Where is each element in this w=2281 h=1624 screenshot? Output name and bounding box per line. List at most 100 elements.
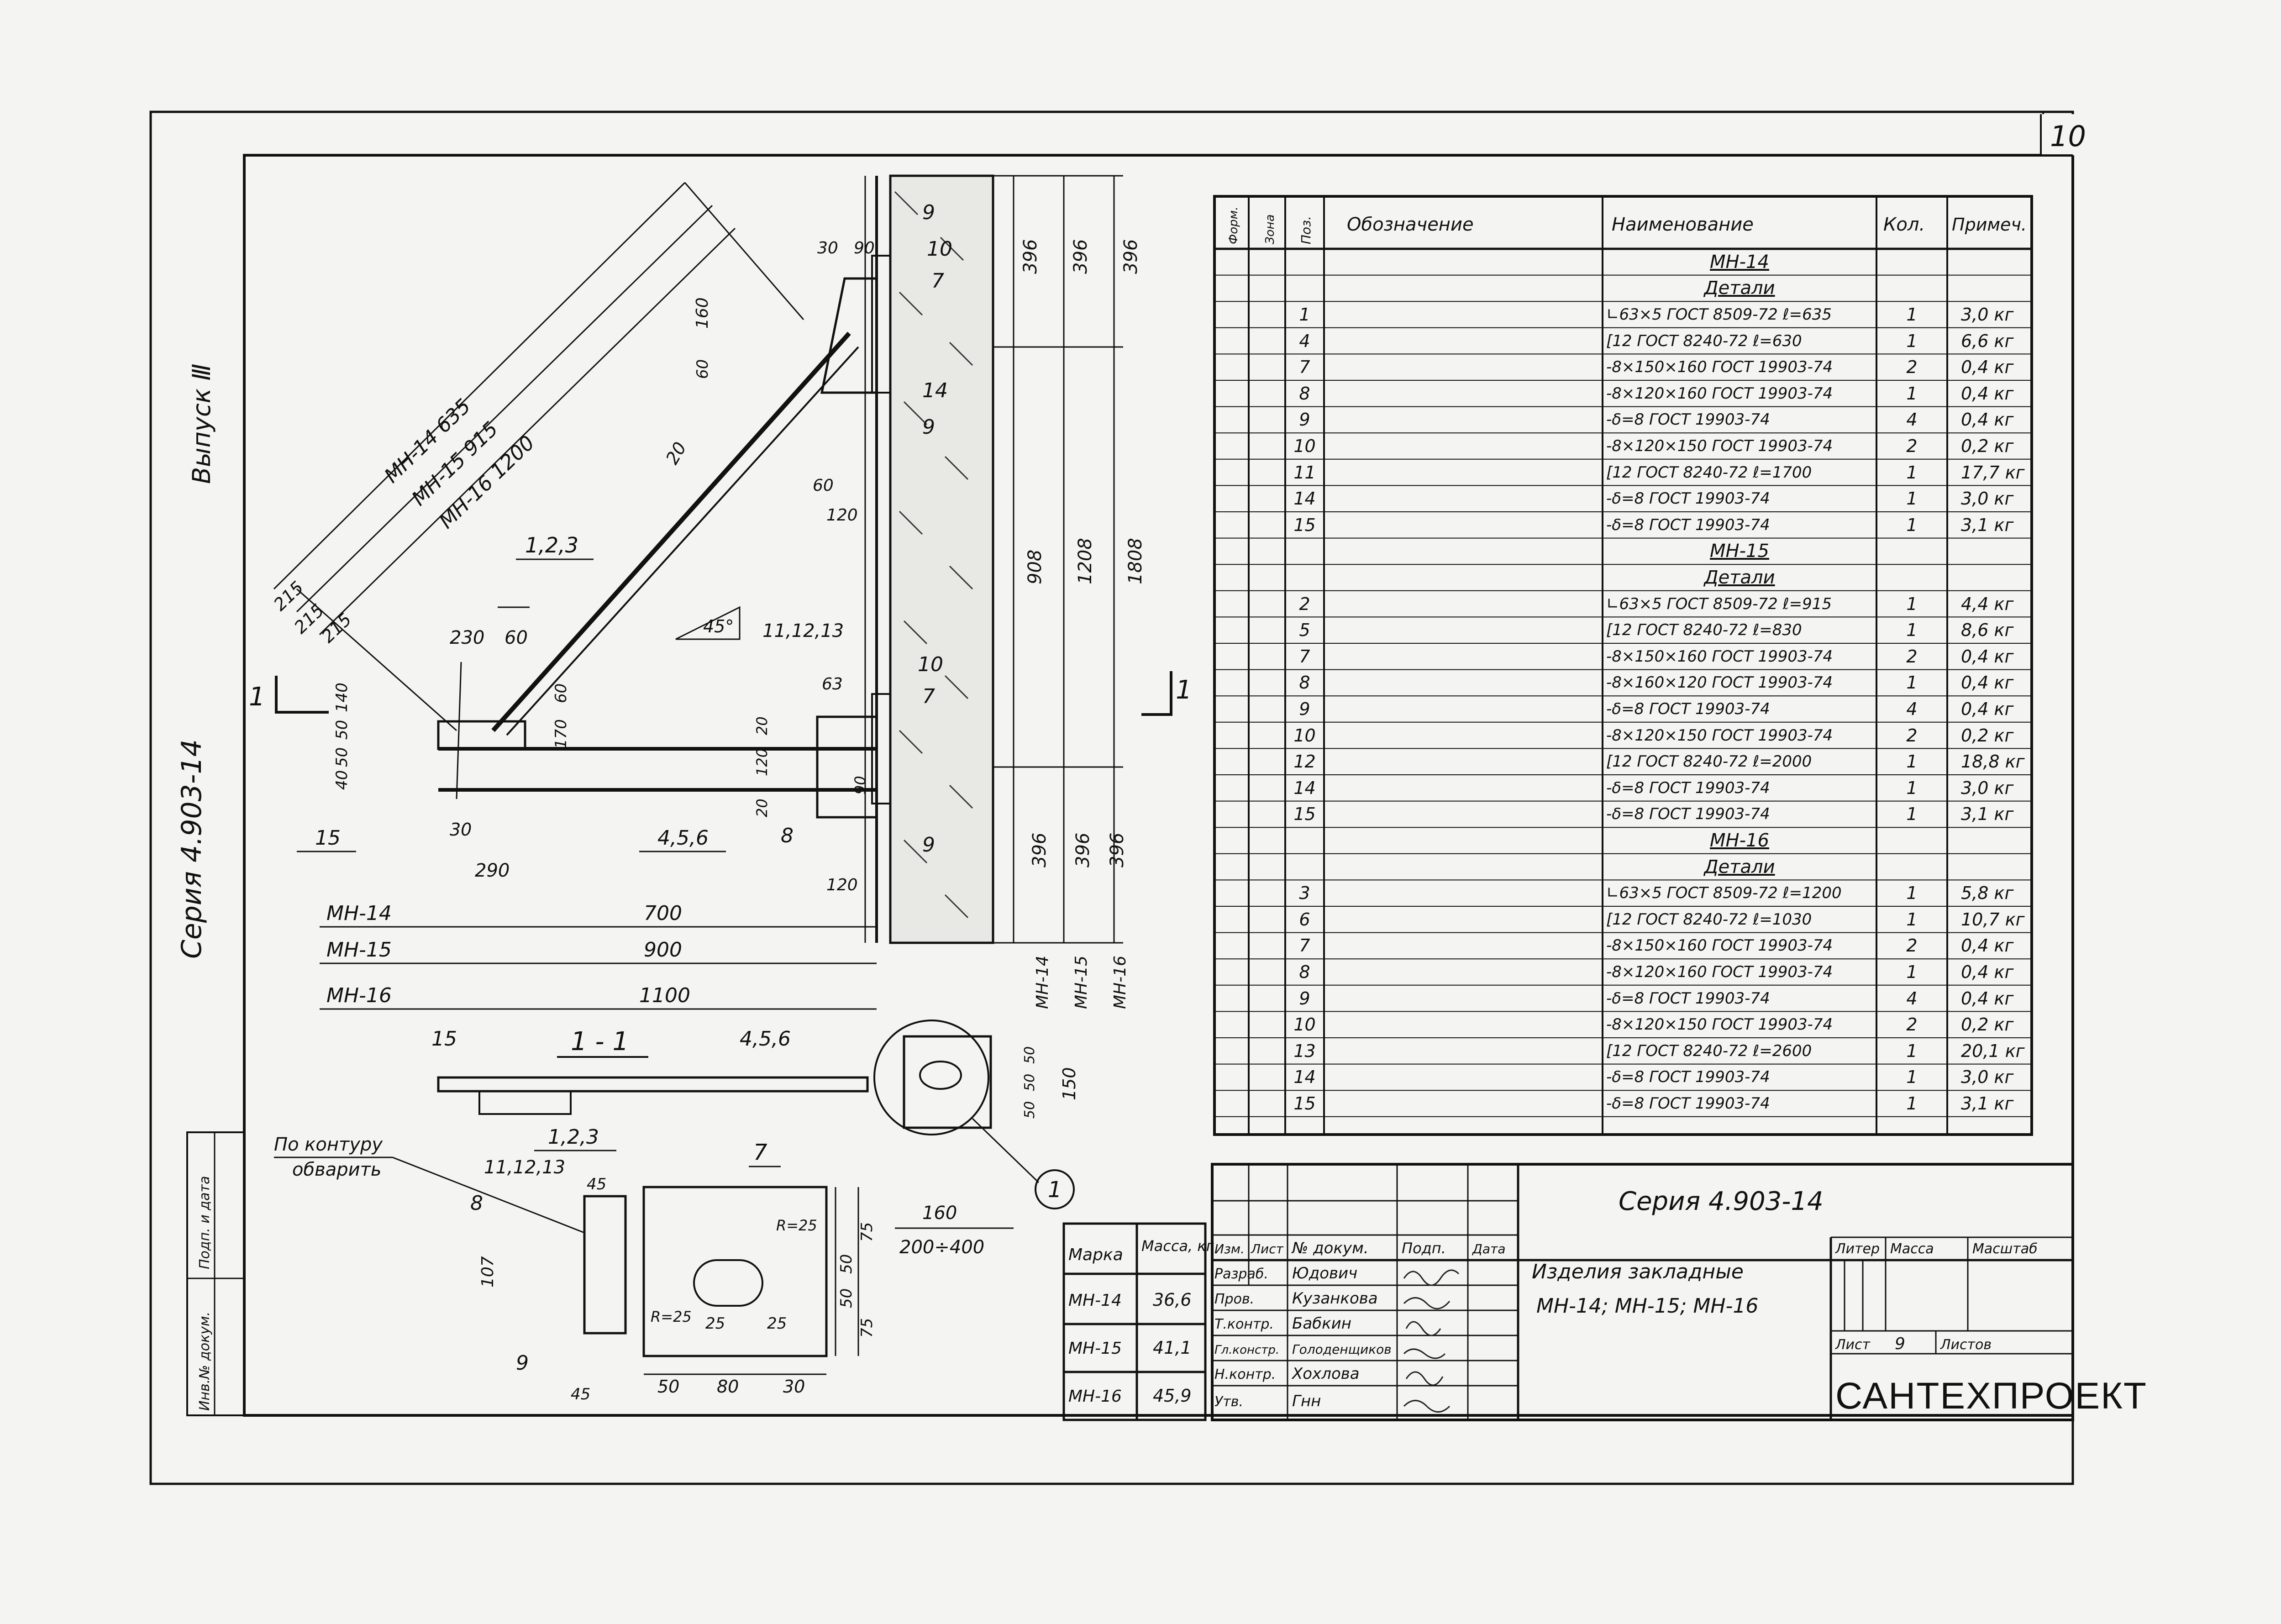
callout-9c: 9 [922, 833, 935, 857]
spec-name: -δ=8 ГОСТ 19903-74 [1606, 1068, 1770, 1087]
mark-vert-15: МН-15 [1072, 956, 1091, 1009]
spec-name: -8×160×120 ГОСТ 19903-74 [1606, 673, 1833, 692]
spec-name: ∟63×5 ГОСТ 8509-72 ℓ=915 [1606, 594, 1832, 613]
dim-90-r2: 90 [851, 776, 869, 794]
dim-20-r2: 20 [753, 799, 771, 817]
tb-name-3: Бабкин [1292, 1314, 1351, 1333]
spec-qty: 4 [1906, 988, 1918, 1009]
det-50b: 50 [837, 1254, 856, 1274]
spec-note: 4,4 кг [1961, 594, 2014, 614]
tb-role-1: Разраб. [1214, 1266, 1268, 1282]
wall-section [889, 174, 994, 944]
spec-poz: 2 [1299, 594, 1310, 614]
spec-note: 0,4 кг [1961, 962, 2014, 982]
spec-qty: 2 [1906, 646, 1918, 667]
spec-name: -8×120×160 ГОСТ 19903-74 [1606, 962, 1833, 981]
tb-org: САНТЕХПРОЕКТ [1835, 1375, 2147, 1417]
dim-396-c: 396 [1120, 239, 1141, 274]
det-50c: 50 [837, 1288, 856, 1308]
sec-callout-123: 1,2,3 [548, 1125, 599, 1149]
dim-290: 290 [475, 860, 510, 881]
spec-note: 17,7 кг [1961, 462, 2025, 483]
spec-qty: 1 [1906, 962, 1918, 982]
spec-name: -δ=8 ГОСТ 19903-74 [1606, 489, 1770, 508]
dim-20-diag: 20 [662, 439, 690, 468]
spec-note: 0,4 кг [1961, 673, 2014, 693]
spec-poz: 7 [1299, 646, 1310, 667]
spec-h-prim: Примеч. [1952, 215, 2027, 235]
spec-note: 0,2 кг [1961, 725, 2014, 746]
dim-30: 30 [450, 820, 472, 840]
tb-lit-massa: Масса [1890, 1241, 1934, 1257]
tb-name-6: Гнн [1292, 1392, 1321, 1410]
spec-qty: 1 [1906, 1041, 1918, 1061]
spec-group-name: МН-14 [1710, 251, 1769, 273]
dim-120-r3: 120 [826, 876, 858, 894]
row-val-15: 900 [644, 938, 682, 962]
spec-name: -δ=8 ГОСТ 19903-74 [1606, 805, 1770, 824]
det-callout-7: 7 [753, 1140, 767, 1165]
spec-qty: 1 [1906, 304, 1918, 325]
stamp-col-inv: Инв.№ докум. [197, 1312, 213, 1411]
spec-group-row: МН-16 [1214, 827, 2032, 854]
det-callout-111213: 11,12,13 [484, 1157, 565, 1178]
spec-poz: 14 [1293, 489, 1316, 509]
dim-90-r: 90 [854, 239, 875, 258]
tb-lit-masshtab: Масштаб [1972, 1241, 2038, 1257]
callout-456: 4,5,6 [657, 826, 709, 850]
row-mark-15: МН-15 [326, 938, 392, 962]
spec-h-zona: Зона [1263, 214, 1277, 244]
spec-note: 0,4 кг [1961, 936, 2014, 956]
dim-60-r: 60 [694, 359, 712, 379]
mass-val-1: 36,6 [1153, 1290, 1192, 1310]
tb-sheet-label: Лист [1835, 1337, 1871, 1353]
tb-role-2: Пров. [1214, 1291, 1254, 1307]
spec-name: -8×120×150 ГОСТ 19903-74 [1606, 726, 1833, 745]
det-75a: 75 [858, 1222, 876, 1242]
spec-group-name: МН-16 [1710, 830, 1769, 851]
mark-vert-14: МН-14 [1033, 956, 1052, 1009]
dim-396-a: 396 [1020, 239, 1041, 274]
detail-dim-50c: 50 [1022, 1101, 1038, 1119]
tb-name-4: Голоденщиков [1292, 1342, 1392, 1357]
spec-poz: 15 [1293, 1093, 1316, 1114]
spec-qty: 1 [1906, 909, 1918, 930]
spec-qty: 2 [1906, 1014, 1918, 1035]
tb-h-list: Лист [1251, 1241, 1284, 1256]
sheet-number: 10 [2050, 120, 2086, 153]
spec-poz: 3 [1299, 883, 1310, 904]
spec-note: 0,4 кг [1961, 988, 2014, 1009]
row-val-14: 700 [644, 902, 682, 925]
mass-val-3: 45,9 [1153, 1386, 1192, 1406]
callout-10b: 10 [918, 653, 943, 676]
spec-poz: 7 [1299, 936, 1310, 956]
det-80: 80 [717, 1377, 739, 1397]
callout-123: 1,2,3 [525, 533, 578, 557]
spec-qty: 1 [1906, 489, 1918, 509]
spec-name: -8×120×150 ГОСТ 19903-74 [1606, 436, 1833, 455]
spec-name: -δ=8 ГОСТ 19903-74 [1606, 410, 1770, 429]
spec-name: [12 ГОСТ 8240-72 ℓ=630 [1606, 331, 1802, 350]
sec-callout-456: 4,5,6 [740, 1027, 791, 1051]
sec-callout-15: 15 [431, 1027, 457, 1051]
dim-230: 230 [450, 627, 484, 648]
spec-note: 10,7 кг [1961, 909, 2025, 930]
spec-qty: 1 [1906, 883, 1918, 904]
spec-poz: 15 [1293, 515, 1316, 535]
spec-note: 0,4 кг [1961, 699, 2014, 719]
spec-poz: 14 [1293, 778, 1316, 798]
spec-note: 0,4 кг [1961, 410, 2014, 430]
tb-h-doc: № докум. [1291, 1239, 1369, 1257]
spec-poz: 11 [1293, 462, 1316, 483]
spec-note: 3,1 кг [1961, 804, 2014, 825]
spec-qty: 1 [1906, 331, 1918, 351]
stamp-col-podp: Подп. и дата [197, 1176, 213, 1269]
spec-name: [12 ГОСТ 8240-72 ℓ=830 [1606, 621, 1802, 640]
